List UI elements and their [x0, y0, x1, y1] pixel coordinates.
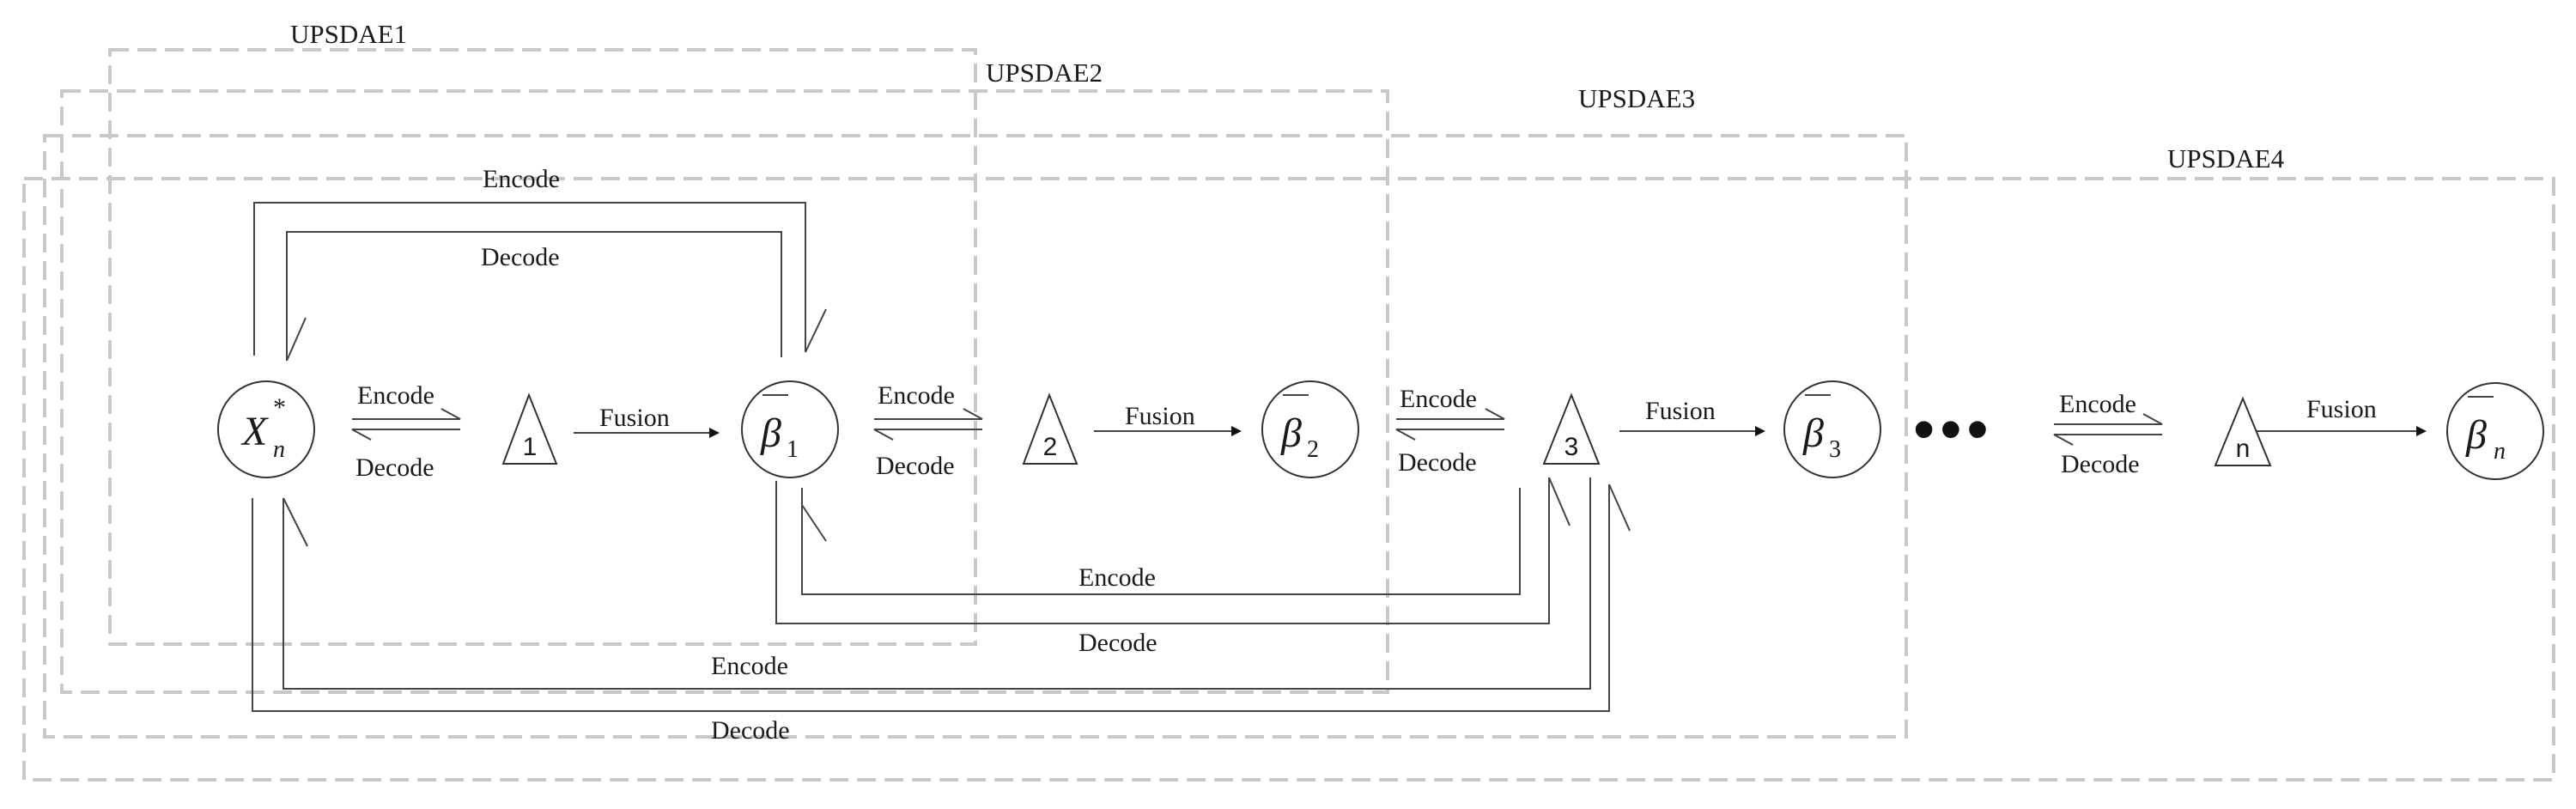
encode-decode-harpoon-1 — [351, 408, 461, 441]
top-encode-loop — [253, 202, 827, 356]
top-decode-label: Decode — [481, 243, 560, 271]
svg-text:β: β — [1280, 411, 1302, 456]
mid-decode-label: Decode — [1078, 629, 1157, 657]
harpoon-1-decode-label: Decode — [355, 453, 434, 482]
bottom-encode-loop — [283, 477, 1591, 690]
triangle-node-2: 2 — [1022, 392, 1078, 465]
upsdae3-label: UPSDAE3 — [1578, 83, 1695, 113]
upsdae2-box — [60, 89, 1389, 694]
svg-text:n: n — [273, 436, 285, 463]
svg-text:n: n — [2494, 438, 2506, 465]
svg-text:1: 1 — [523, 433, 538, 461]
harpoon-3-decode-label: Decode — [1398, 448, 1477, 477]
svg-text:n: n — [2236, 435, 2251, 463]
svg-text:X: X — [240, 409, 269, 454]
beta-node-1: β 1 — [741, 380, 839, 478]
triangle-node-n: n — [2214, 396, 2272, 466]
mid-encode-label: Encode — [1078, 563, 1156, 592]
upsdae4-label: UPSDAE4 — [2167, 143, 2285, 173]
beta-node-3: β 3 — [1783, 380, 1881, 478]
svg-text:β: β — [760, 411, 781, 456]
beta-node-n: β n — [2446, 382, 2544, 480]
svg-text:2: 2 — [1043, 433, 1058, 461]
svg-text:β: β — [1802, 411, 1824, 456]
upsdae1-label: UPSDAE1 — [290, 19, 407, 49]
upsdae2-label: UPSDAE2 — [986, 58, 1103, 88]
svg-text:*: * — [273, 393, 286, 422]
mid-encode-loop — [801, 488, 1521, 595]
upsdae4-box — [22, 177, 2555, 782]
top-decode-loop — [286, 231, 782, 362]
svg-text:β: β — [2465, 412, 2487, 458]
harpoon-3-encode-label: Encode — [1400, 385, 1477, 413]
svg-text:2: 2 — [1307, 436, 1319, 463]
upsdae3-box — [43, 134, 1908, 739]
upsdae1-box — [108, 48, 977, 646]
input-node-x: X * n — [217, 380, 315, 478]
svg-text:3: 3 — [1564, 433, 1579, 461]
fusion-label-1: Fusion — [599, 404, 670, 432]
harpoon-2-encode-label: Encode — [878, 381, 955, 410]
harpoon-n-encode-label: Encode — [2059, 390, 2136, 418]
encode-decode-harpoon-n — [2053, 413, 2163, 446]
fusion-label-2: Fusion — [1125, 402, 1195, 430]
mid-decode-loop — [775, 477, 1571, 624]
fusion-label-3: Fusion — [1645, 397, 1716, 425]
encode-decode-harpoon-3 — [1395, 408, 1505, 441]
ellipsis-dots: ••• — [1913, 395, 1994, 464]
triangle-node-1: 1 — [501, 392, 558, 465]
harpoon-1-encode-label: Encode — [357, 381, 434, 410]
encode-decode-harpoon-2 — [873, 408, 983, 441]
svg-text:3: 3 — [1829, 436, 1841, 463]
harpoon-2-decode-label: Decode — [876, 452, 955, 480]
svg-text:1: 1 — [787, 436, 799, 463]
bottom-encode-label: Encode — [711, 652, 788, 680]
bottom-decode-loop — [252, 484, 1631, 712]
triangle-node-3: 3 — [1542, 392, 1601, 465]
harpoon-n-decode-label: Decode — [2061, 450, 2140, 478]
beta-node-2: β 2 — [1261, 380, 1359, 478]
top-encode-label: Encode — [483, 165, 560, 193]
fusion-label-n: Fusion — [2306, 395, 2377, 423]
bottom-decode-label: Decode — [711, 716, 790, 745]
